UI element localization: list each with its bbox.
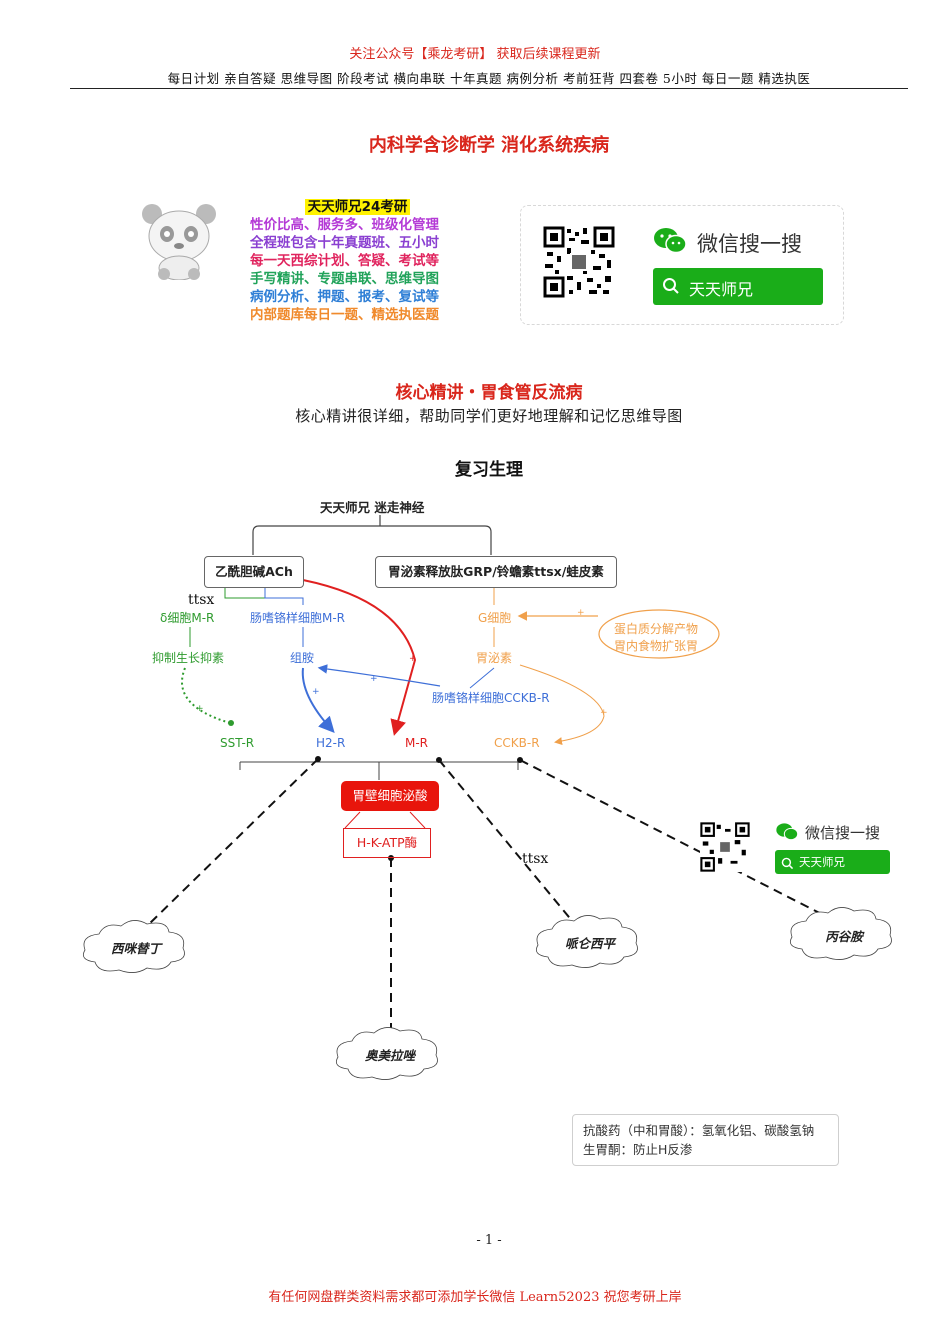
g-cell-label: G细胞 xyxy=(478,611,512,625)
drug-proglumide: 丙谷胺 xyxy=(825,929,863,944)
wechat-search-label: 微信搜一搜 xyxy=(805,824,881,842)
ecl-mr-label: 肠嗜铬样细胞M-R xyxy=(250,611,346,625)
wechat-search-label: 微信搜一搜 xyxy=(697,232,802,256)
plus-sign: + xyxy=(370,674,378,684)
wechat-search-card[interactable]: 微信搜一搜 天天师兄 xyxy=(520,205,844,325)
promo-line: 全程班包含十年真题班、五小时 xyxy=(250,235,439,251)
drug-cimetidine: 西咪替丁 xyxy=(110,941,161,956)
ttsx-label: ttsx xyxy=(522,851,549,867)
cckb-r-label: CCKB-R xyxy=(494,736,540,750)
panda-icon xyxy=(138,202,220,281)
header-nav: 每日计划 亲自答疑 思维导图 阶段考试 横向串联 十年真题 病例分析 考前狂背 … xyxy=(167,71,811,86)
diagram-root: 天天师兄 迷走神经 xyxy=(320,500,425,515)
plus-sign: + xyxy=(600,708,608,718)
drug-omeprazole: 奥美拉唑 xyxy=(364,1048,415,1063)
promo-line: 手写精讲、专题串联、思维导图 xyxy=(250,271,439,287)
wechat-search-button[interactable]: 天天师兄 xyxy=(653,268,823,305)
gastrin-label: 胃泌素 xyxy=(476,651,513,665)
protein-label: 蛋白质分解产物 xyxy=(614,622,699,636)
note-line: 抗酸药（中和胃酸）：氢氧化铝、碳酸氢钠 xyxy=(583,1123,815,1138)
stomach-label: 胃内食物扩张胃 xyxy=(614,639,699,653)
plus-sign: + xyxy=(196,704,204,714)
wechat-icon xyxy=(775,822,799,842)
page-number: - 1 - xyxy=(476,1233,502,1248)
header-rule xyxy=(70,88,908,89)
drug-pirenzepine: 哌仑西平 xyxy=(564,936,615,951)
cloud-shape xyxy=(82,920,185,973)
section-subtitle: 核心精讲很详细，帮助同学们更好地理解和记忆思维导图 xyxy=(295,407,683,425)
plus-sign: + xyxy=(409,654,417,664)
grp-node: 胃泌素释放肽GRP/铃蟾素ttsx/蛙皮素 xyxy=(375,556,617,588)
header-promo: 关注公众号【乘龙考研】 获取后续课程更新 xyxy=(349,47,601,62)
plus-sign: + xyxy=(312,687,320,697)
search-icon xyxy=(781,855,794,874)
wechat-icon xyxy=(653,226,687,256)
sst-r-label: SST-R xyxy=(220,736,255,750)
m-r-label: M-R xyxy=(405,736,429,750)
ach-node: 乙酰胆碱ACh xyxy=(204,556,304,588)
ecl-cckb-label: 肠嗜铬样细胞CCKB-R xyxy=(432,691,550,705)
section-heading: 复习生理 xyxy=(455,460,523,480)
note-box: 抗酸药（中和胃酸）：氢氧化铝、碳酸氢钠 生胃酮：防止H反渗 xyxy=(572,1114,839,1166)
hk-atpase-node: H-K-ATP酶 xyxy=(343,828,431,858)
wechat-search-name: 天天师兄 xyxy=(689,280,754,299)
wechat-search-name: 天天师兄 xyxy=(799,855,845,869)
promo-heading: 天天师兄24考研 xyxy=(304,199,411,215)
inhibit-label: 抑制生长抑素 xyxy=(152,651,225,665)
delta-cell-label: δ细胞M-R xyxy=(160,611,215,625)
plus-sign: + xyxy=(577,608,585,618)
histamine-label: 组胺 xyxy=(290,651,315,665)
promo-line: 病例分析、押题、报考、复试等 xyxy=(250,289,439,305)
promo-line: 性价比高、服务多、班级化管理 xyxy=(250,217,439,233)
section-title: 核心精讲・胃食管反流病 xyxy=(395,383,583,403)
promo-line: 每一天西综计划、答疑、考试等 xyxy=(250,253,439,269)
qr-code-icon xyxy=(543,226,615,298)
wechat-search-button[interactable]: 天天师兄 xyxy=(775,850,890,874)
h2-r-label: H2-R xyxy=(316,736,346,750)
search-icon xyxy=(662,277,680,299)
parietal-cell-node: 胃壁细胞泌酸 xyxy=(341,781,439,811)
note-line: 生胃酮：防止H反渗 xyxy=(583,1142,693,1157)
footer-text: 有任何网盘群类资料需求都可添加学长微信 Learn52023 祝您考研上岸 xyxy=(268,1290,682,1305)
doc-title: 内科学含诊断学 消化系统疾病 xyxy=(368,135,610,156)
promo-line: 内部题库每日一题、精选执医题 xyxy=(250,307,439,323)
ttsx-label: ttsx xyxy=(188,592,215,608)
promo-text: 天天师兄24考研 性价比高、服务多、班级化管理全程班包含十年真题班、五小时每一天… xyxy=(250,196,465,324)
qr-code-icon xyxy=(700,822,750,872)
